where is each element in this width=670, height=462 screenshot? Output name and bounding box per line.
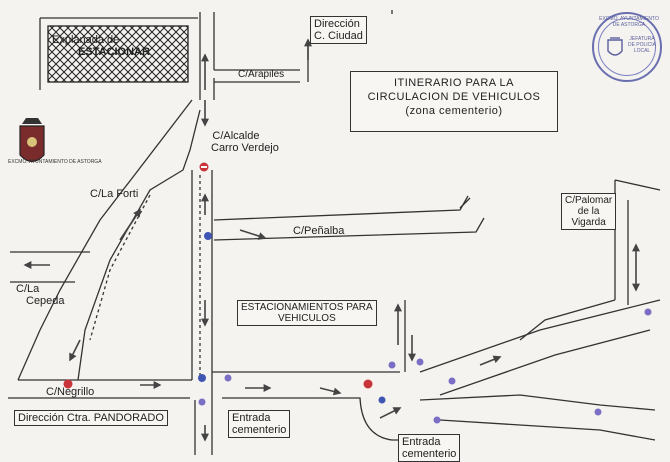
crest-emblem [27, 137, 37, 147]
explanada-label: Explanada de ESTACIONAR [52, 34, 150, 58]
info-sign [204, 232, 212, 240]
la-cepeda-line-2: Cepeda [26, 295, 65, 308]
arrow-entrada [379, 407, 402, 419]
penalba-bottom [213, 217, 485, 241]
arrow-forti-down [69, 339, 81, 362]
arrow-right-road [479, 355, 502, 366]
parking-dot [594, 408, 602, 416]
penalba-break-top [459, 197, 471, 209]
right-road-bottom [439, 329, 651, 396]
entrada-1-line-1: Entrada [232, 412, 271, 424]
police-stamp: EXCMO. AYUNTAMIENTO DE ASTORGA JEFATURA … [592, 12, 662, 82]
direccion-pandorado-text: Dirección Ctra. PANDORADO [18, 412, 164, 424]
traffic-arrows [23, 38, 640, 442]
crest-crown [22, 118, 42, 124]
no-entry-sign [63, 379, 73, 389]
title-line-3: (zona cementerio) [405, 104, 503, 117]
stamp-line-1: JEFATURA [629, 36, 655, 42]
la-cepeda-line-1: C/La [16, 283, 40, 295]
explanada-line-2: ESTACIONAR [78, 46, 150, 59]
direccion-ciudad-line-1: Dirección [314, 18, 360, 30]
palomar-top [614, 179, 661, 191]
penalba-text: C/Peñalba [293, 225, 345, 237]
title-line-2: CIRCULACION DE VEHICULOS [367, 90, 541, 103]
la-cepeda-label: C/La Cepeda [16, 283, 65, 307]
forti-right-edge [77, 109, 201, 381]
parking-dot [644, 308, 652, 316]
forti-center-dashed [89, 194, 151, 341]
title-line-1: ITINERARIO PARA LA [393, 77, 515, 89]
stamp-text: JEFATURA DE POLICIA LOCAL [626, 36, 658, 54]
stamp-shield-icon [607, 37, 623, 56]
entrada-2-line-1: Entrada [402, 436, 441, 448]
city-crest [19, 118, 45, 163]
penalba-top [213, 195, 469, 221]
explanada-line-1: Explanada de [52, 34, 120, 46]
entrada-2-line-2: cementerio [402, 448, 457, 461]
palomar-line-1: C/Palomar [565, 195, 613, 206]
no-entry-bar [201, 166, 207, 168]
no-entry-sign [363, 379, 373, 389]
stamp-ring [598, 18, 656, 76]
estacionamientos-line-2: VEHICULOS [277, 313, 336, 324]
arapiles-label: C/Arapiles [238, 69, 284, 80]
street-lines [8, 10, 661, 455]
info-sign [378, 396, 386, 404]
estacionamientos-label: ESTACIONAMIENTOS PARA VEHICULOS [237, 300, 377, 326]
arrow-forti-up [119, 208, 141, 241]
direccion-ciudad-line-2: C. Ciudad [314, 30, 363, 43]
arrow-penalba-right [239, 229, 267, 240]
direccion-pandorado-label: Dirección Ctra. PANDORADO [14, 410, 168, 427]
lower-right-edge [419, 394, 656, 411]
alcalde-line-2: Carro Verdejo [211, 142, 279, 155]
direccion-ciudad-label: Dirección C. Ciudad [310, 16, 367, 45]
alcalde-line-1: C/Alcalde [212, 130, 260, 142]
stamp-line-2: DE POLICIA [627, 42, 657, 48]
stamp-arc-text: EXCMO. AYUNTAMIENTO DE ASTORGA [599, 16, 659, 28]
itinerary-title-box: ITINERARIO PARA LA CIRCULACION DE VEHICU… [350, 71, 558, 132]
arapiles-text: C/Arapiles [238, 69, 285, 80]
lower-right-edge-2 [439, 419, 656, 441]
entrada-cementerio-label-1: Entrada cementerio [228, 410, 291, 439]
entrada-cementerio-label-2: Entrada cementerio [398, 434, 461, 462]
negrillo-label: C/Negrillo [46, 386, 94, 398]
negrillo-text: C/Negrillo [46, 386, 95, 398]
info-sign [198, 374, 206, 382]
palomar-label: C/Palomar de la Vigarda [561, 193, 617, 230]
stamp-line-3: LOCAL [633, 48, 651, 54]
penalba-label: C/Peñalba [293, 225, 344, 237]
forti-left-edge [17, 99, 193, 381]
la-forti-label: C/La Forti [90, 188, 138, 200]
crest-caption: EXCMO. AYUNTAMIENTO DE ASTORGA [8, 159, 102, 166]
parking-dot [224, 374, 232, 382]
crest-caption-text: EXCMO. AYUNTAMIENTO DE ASTORGA [8, 159, 102, 165]
parking-dot [198, 398, 206, 406]
palomar-line-3: Vigarda [571, 217, 606, 228]
parking-lot-hatched [47, 25, 189, 83]
parking-dot [448, 377, 456, 385]
palomar-line-2: de la [577, 206, 600, 217]
la-forti-text: C/La Forti [90, 188, 139, 200]
parking-dot [416, 358, 424, 366]
parking-dot [388, 361, 396, 369]
entrada-1-line-2: cementerio [232, 424, 287, 437]
arrow-bottom-right-2 [319, 387, 342, 396]
traffic-signs [63, 162, 652, 424]
estacionamientos-line-1: ESTACIONAMIENTOS PARA [241, 302, 373, 313]
bottom-road-curve [222, 397, 420, 441]
right-road-inner [519, 299, 616, 341]
right-road-top [419, 299, 661, 373]
parking-dot [433, 416, 441, 424]
alcalde-label: C/Alcalde Carro Verdejo [193, 130, 279, 154]
